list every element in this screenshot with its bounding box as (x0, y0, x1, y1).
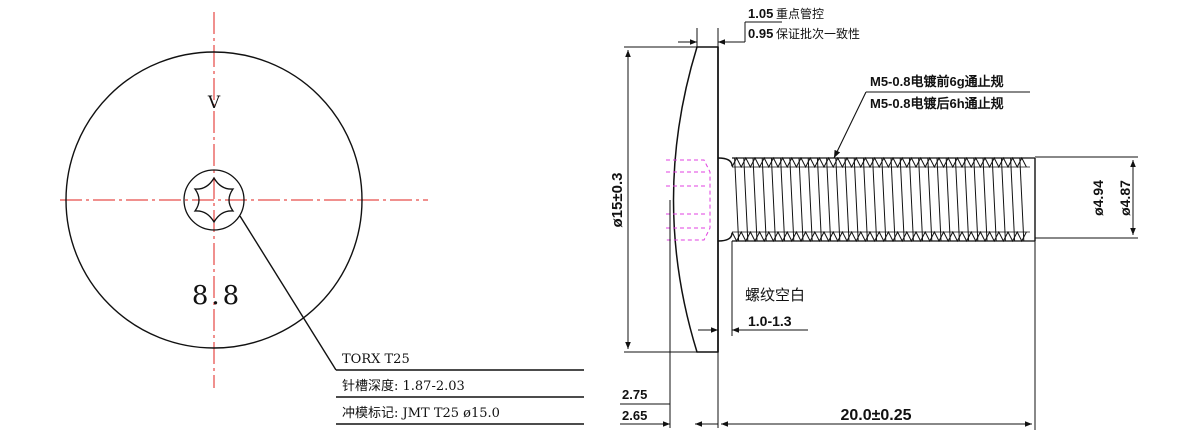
hidden-recess (666, 159, 711, 241)
thread-flank-line (918, 157, 924, 242)
recess-circle (183, 169, 245, 231)
thread-flank-line (964, 157, 970, 242)
callout-slot-depth: 针槽深度: 1.87-2.03 (342, 378, 465, 394)
thread-flank-line (826, 157, 832, 242)
thread-flank-line (844, 157, 850, 242)
thread-flank-line (890, 157, 896, 242)
length-label: 20.0±0.25 (840, 407, 911, 424)
thread-gap-title: 螺纹空白 (745, 286, 805, 304)
head-thickness-lower: 0.95 (748, 26, 773, 41)
head-outline-circle (65, 51, 363, 349)
thread-flank-line (734, 157, 740, 242)
callout-leader (239, 215, 337, 371)
thread-flank-line (835, 157, 841, 242)
thread-flank-line (761, 157, 767, 242)
thread-flank-line (789, 157, 795, 242)
head-height-lower: 2.65 (622, 408, 647, 423)
front-view: V 8.8 (60, 12, 428, 388)
thread-flank-line (780, 157, 786, 242)
thread-flank-line (945, 157, 951, 242)
thread-flank-line (899, 157, 905, 242)
side-view (666, 46, 1036, 353)
head-thickness-upper-note: 重点管控 (776, 6, 824, 21)
thread-flank-line (872, 157, 878, 242)
thread-gap-value: 1.0-1.3 (748, 313, 792, 329)
thread-flank-line (1019, 157, 1025, 242)
thread-flank-line (743, 157, 749, 242)
thread-crests-bottom (731, 230, 1027, 243)
major-diameter-label: ø4.94 (1090, 180, 1106, 216)
head-thickness-lower-note: 保证批次一致性 (776, 26, 860, 41)
head-diameter-label: ø15±0.3 (609, 173, 626, 228)
dim-length: 20.0±0.25 (721, 241, 1036, 430)
head-thickness-upper: 1.05 (748, 6, 773, 21)
thread-note-before-plating: M5-0.8电镀前6g通止规 (870, 74, 1004, 89)
thread-flank-line (816, 157, 822, 242)
thread-flank-line (807, 157, 813, 242)
thread-flank-line (1010, 157, 1016, 242)
dim-thread-gap: 螺纹空白 1.0-1.3 (698, 241, 808, 336)
head-profile (672, 46, 719, 353)
thread-note-callout: M5-0.8电镀前6g通止规 M5-0.8电镀后6h通止规 (833, 74, 1030, 159)
dim-head-diameter: ø15±0.3 (609, 46, 697, 353)
dim-thread-diameters: ø4.94 ø4.87 (1035, 156, 1138, 239)
head-height-upper: 2.75 (622, 387, 647, 402)
thread-flank-line (752, 157, 758, 242)
front-grade-mark: 8.8 (192, 281, 242, 311)
thread-flank-line (982, 157, 988, 242)
dim-head-height: 2.75 2.65 (620, 200, 719, 428)
thread-neck (717, 157, 733, 242)
thread-pattern (731, 156, 1027, 243)
thread-flank-line (973, 157, 979, 242)
thread-flank-line (853, 157, 859, 242)
thread-flank-line (927, 157, 933, 242)
torx-recess-icon (193, 176, 235, 224)
callout-torx-size: TORX T25 (342, 352, 410, 367)
thread-flank-line (881, 157, 887, 242)
thread-flank-line (908, 157, 914, 242)
thread-flank-line (1000, 157, 1006, 242)
thread-crests-top (731, 156, 1027, 169)
recess-callout: TORX T25 针槽深度: 1.87-2.03 冲模标记: JMT T25 ø… (239, 215, 584, 425)
thread-flank-line (954, 157, 960, 242)
thread-note-after-plating: M5-0.8电镀后6h通止规 (870, 96, 1004, 111)
thread-flank-line (798, 157, 804, 242)
thread-flank-line (862, 157, 868, 242)
thread-flank-line (770, 157, 776, 242)
minor-diameter-label: ø4.87 (1117, 180, 1133, 216)
front-mark-v: V (207, 93, 221, 113)
thread-flank-line (991, 157, 997, 242)
dim-head-thickness: 1.05 重点管控 0.95 保证批次一致性 (678, 6, 860, 47)
thread-flank-line (936, 157, 942, 242)
callout-die-mark: 冲模标记: JMT T25 ø15.0 (342, 406, 500, 421)
